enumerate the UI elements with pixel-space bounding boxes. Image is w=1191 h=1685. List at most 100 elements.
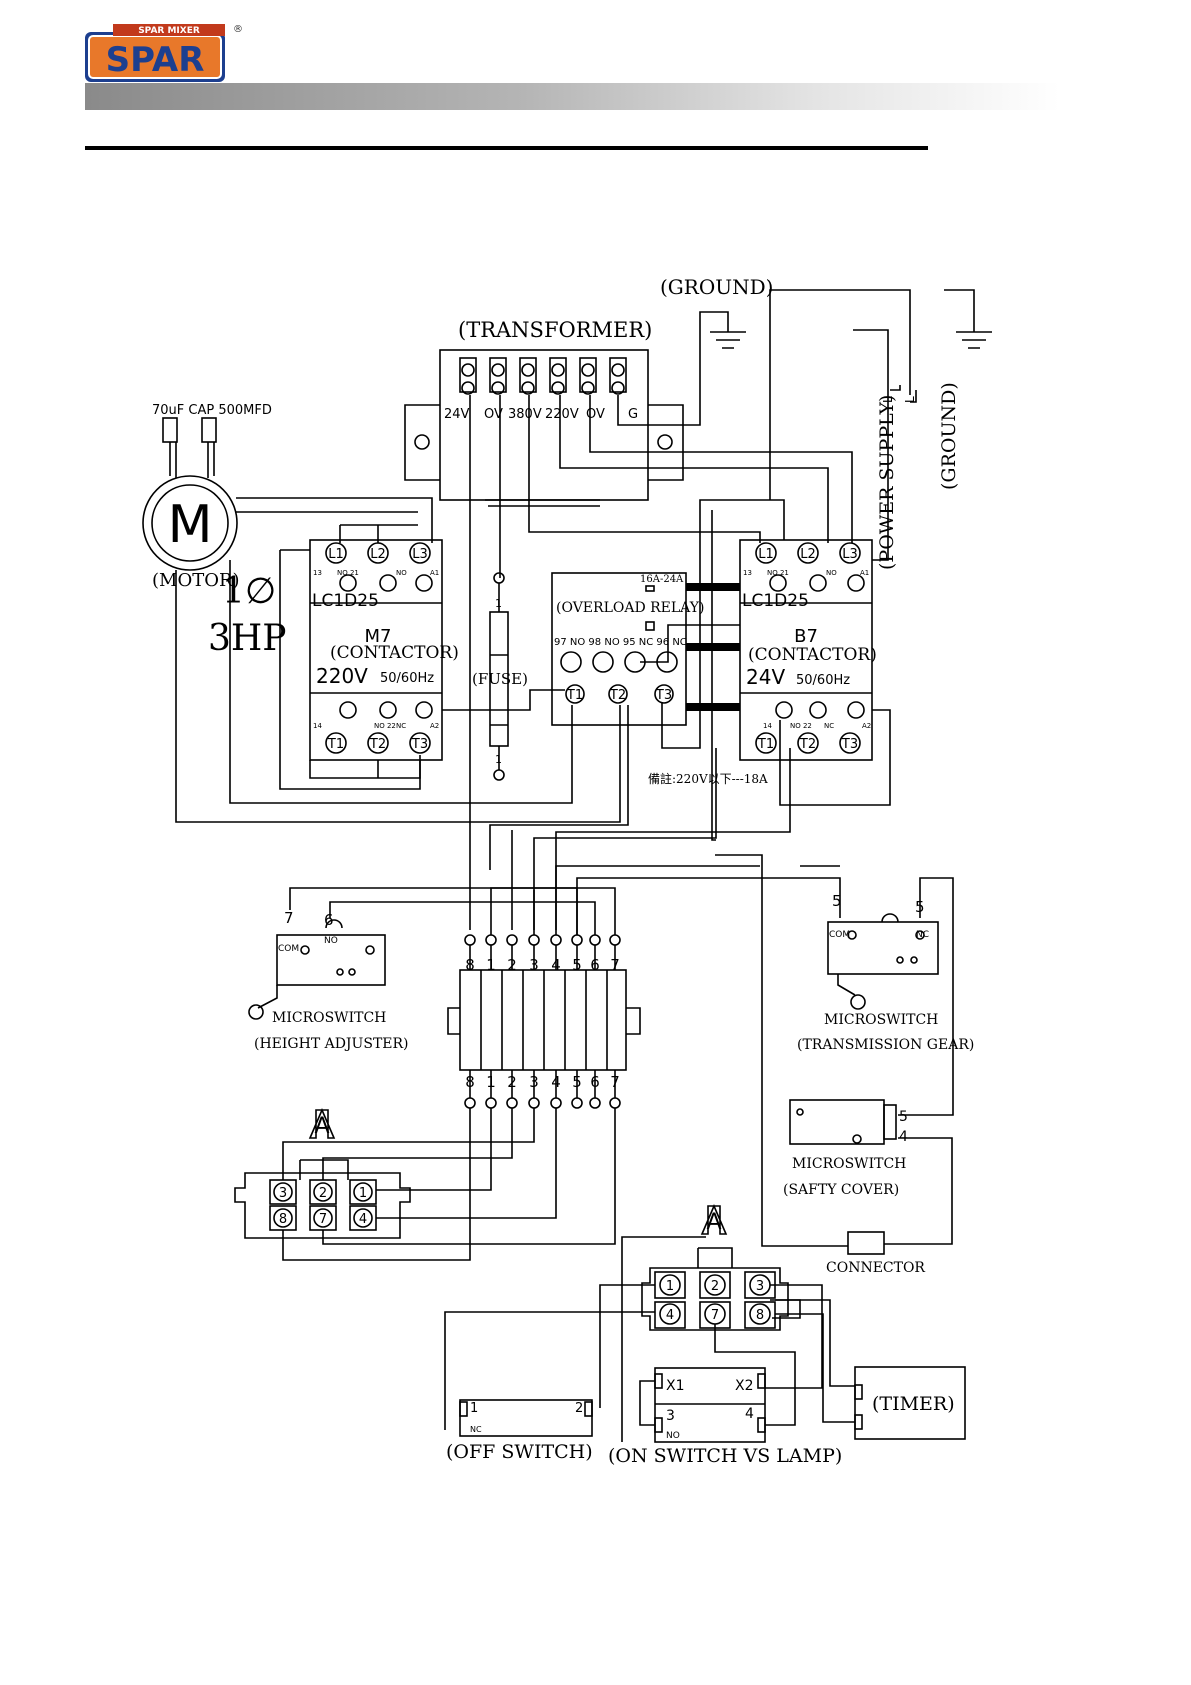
term-bottom-1: 1 [486,1073,496,1091]
plug-left-marker-label: A [314,1114,329,1139]
b7-l2: L2 [800,547,816,562]
plug-left-pin-7: 7 [319,1212,327,1227]
term-bottom-5: 5 [572,1073,582,1091]
m7-bottom-small-2: NO 22 [374,722,396,730]
b7-top-small-1: 13 [743,569,752,577]
connector [847,1231,885,1255]
height-microswitch-sub: (HEIGHT ADJUSTER) [254,1036,409,1052]
plug-left-pin-8: 8 [279,1212,287,1227]
overload-t3: T3 [655,688,672,703]
term-top-5: 5 [572,956,582,974]
capacitor-label: 70uF CAP 500MFD [152,403,272,418]
term-top-4: 4 [551,956,561,974]
plug-marker-right [700,1203,728,1235]
height-com: COM [278,944,299,954]
plug-marker-left [308,1107,336,1139]
b7-bottom-small-1: 14 [763,722,772,730]
fuse-label: (FUSE) [472,670,528,688]
plug-left-pin-1: 1 [359,1186,367,1201]
plug-left-pin-4: 4 [359,1212,367,1227]
transformer-term-3: 380V [508,407,542,422]
gear-wire-5b: 5 [915,898,925,916]
b7-t3: T3 [841,737,858,752]
plug-right-pin-7: 7 [711,1308,719,1323]
term-bottom-7: 7 [610,1073,620,1091]
power-supply-l1: L [881,396,895,403]
gear-nc: NC [916,930,929,940]
term-top-2: 2 [507,956,517,974]
term-top-6: 6 [590,956,600,974]
m7-bottom-small-4: A2 [430,722,439,730]
m7-t1: T1 [327,737,344,752]
b7-freq: 50/60Hz [796,673,850,688]
on-switch-pin-4: 4 [745,1406,754,1422]
registered-mark: ® [233,24,243,35]
gear-wire-5a: 5 [832,892,842,910]
b7-voltage: 24V [746,665,785,689]
m7-top-small-2: NO 21 [337,569,359,577]
overload-contacts: 97 NO 98 NO 95 NC 96 NC [554,637,687,648]
off-switch-pin-2: 2 [575,1401,583,1416]
term-bottom-2: 2 [507,1073,517,1091]
b7-l3: L3 [842,547,858,562]
on-switch-label: (ON SWITCH VS LAMP) [608,1445,842,1467]
b7-name: B7 [794,626,818,647]
m7-name: M7 [365,626,392,647]
motor-letter: M [168,495,213,555]
microswitch-safety-cover [789,1099,897,1145]
b7-role: (CONTACTOR) [748,645,877,665]
transformer-term-2: OV [484,407,503,422]
power-supply-label: (POWER SUPPLY) [876,395,898,570]
m7-voltage: 220V [316,664,368,688]
term-top-7: 7 [610,956,620,974]
ground-label-top: (GROUND) [660,275,773,299]
term-top-8: 8 [465,956,475,974]
height-wire-7: 7 [284,909,294,927]
overload-t2: T2 [609,688,626,703]
title-rule [85,146,928,150]
off-switch-pin-1: 1 [470,1401,478,1416]
transformer-term-4: 220V [545,407,579,422]
m7-top-small-1: 13 [313,569,322,577]
cover-pin-4: 4 [899,1129,908,1145]
microswitch-height-adjuster [248,919,386,1020]
b7-top-small-4: A1 [860,569,869,577]
b7-t1: T1 [757,737,774,752]
term-bottom-8: 8 [465,1073,475,1091]
height-microswitch-label: MICROSWITCH [272,1010,386,1026]
plug-right-pin-8: 8 [756,1308,764,1323]
on-switch-no: NO [666,1431,680,1441]
transformer [404,349,684,507]
m7-l1: L1 [328,547,344,562]
m7-freq: 50/60Hz [380,671,434,686]
spar-logo: SPAR MIXER SPAR ® [85,24,243,82]
motor-symbol [142,475,238,571]
plug-left-pin-2: 2 [319,1186,327,1201]
on-switch-x1: X1 [666,1378,685,1394]
fuse-pin-top: 1 [495,597,502,610]
term-top-1: 1 [486,956,496,974]
cover-microswitch-label: MICROSWITCH [792,1156,906,1172]
off-switch [459,1399,593,1437]
term-bottom-3: 3 [529,1073,539,1091]
off-switch-label: (OFF SWITCH) [446,1441,593,1463]
plug-right-marker-label: A [706,1210,721,1235]
plug-right-pin-2: 2 [711,1279,719,1294]
b7-t2: T2 [799,737,816,752]
b7-top-small-2: NO 21 [767,569,789,577]
b7-model: LC1D25 [742,591,809,611]
hp-label: 3HP [208,618,287,659]
plug-left-pin-3: 3 [279,1186,287,1201]
terminal-block [447,934,641,1109]
current-note: 備註:220V以下---18A [648,771,768,786]
on-switch-lamp [654,1367,766,1443]
transformer-term-6: G [628,407,638,422]
fuse [489,572,509,781]
phase-label: 1∅ [222,571,276,612]
m7-bottom-small-3: NC [396,722,406,730]
cover-pin-5: 5 [899,1109,908,1125]
gear-microswitch-sub: (TRANSMISSION GEAR) [797,1037,974,1053]
term-bottom-4: 4 [551,1073,561,1091]
m7-top-small-4: A1 [430,569,439,577]
